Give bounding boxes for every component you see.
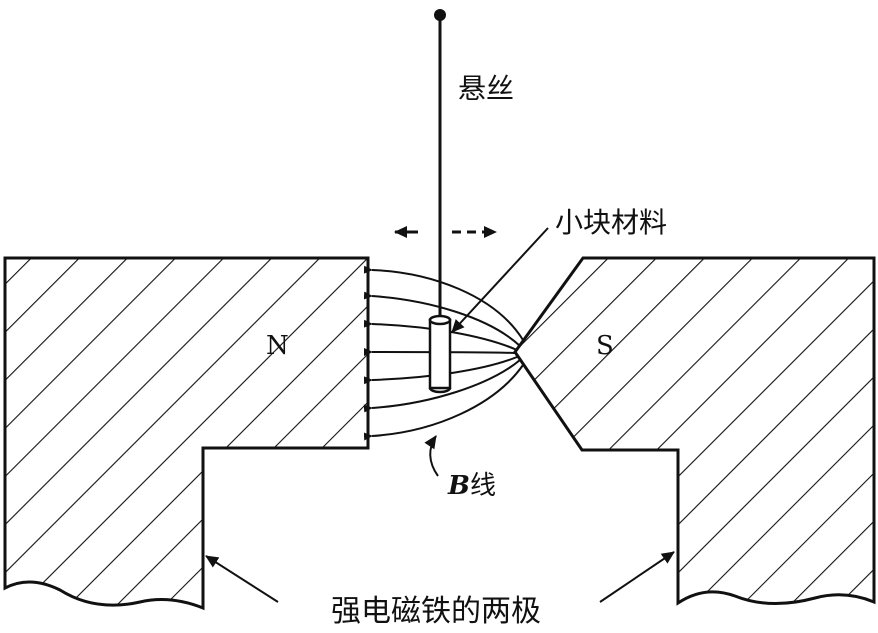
field-line bbox=[363, 347, 516, 356]
b-symbol: B bbox=[447, 471, 470, 501]
b-lines-text: 线 bbox=[470, 471, 496, 501]
field-line bbox=[363, 359, 521, 413]
field-line bbox=[363, 265, 524, 341]
b-lines-leader bbox=[424, 435, 439, 477]
sample-leader-line bbox=[451, 227, 549, 333]
sample-cylinder bbox=[428, 314, 452, 394]
left-pole-leader bbox=[205, 555, 279, 603]
wire-anchor-dot bbox=[434, 9, 446, 21]
field-line bbox=[363, 364, 524, 441]
south-pole-label: S bbox=[596, 331, 614, 361]
north-pole-magnet bbox=[3, 256, 370, 611]
b-lines-label: B线 bbox=[447, 471, 496, 501]
north-pole-label: N bbox=[266, 331, 289, 361]
magnet-poles-label: 强电磁铁的两极 bbox=[331, 594, 541, 629]
small-sample-label: 小块材料 bbox=[555, 206, 667, 239]
right-pole-leader bbox=[599, 551, 675, 603]
south-pole-magnet bbox=[513, 256, 876, 606]
suspension-wire bbox=[434, 9, 446, 318]
field-line bbox=[363, 356, 518, 385]
field-line bbox=[363, 291, 521, 347]
suspension-wire-label: 悬丝 bbox=[458, 72, 514, 105]
